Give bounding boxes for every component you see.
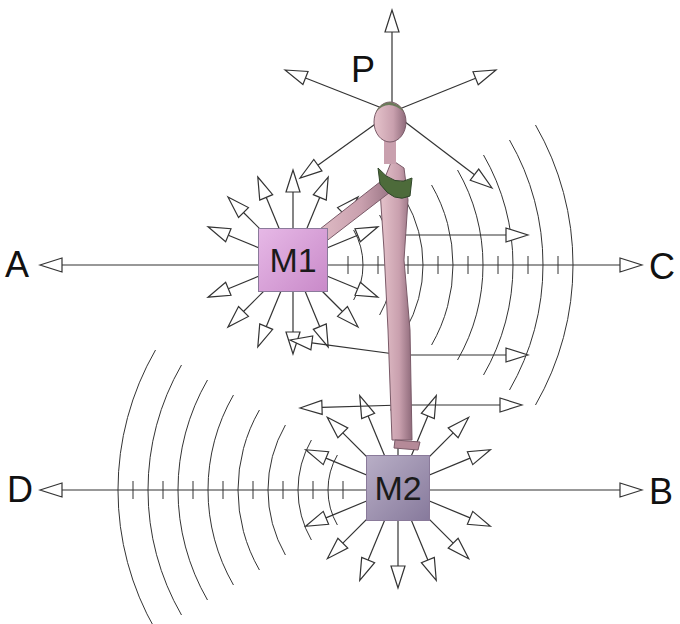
emitter-box: M1 bbox=[258, 228, 328, 292]
hollow-arrowhead bbox=[208, 282, 231, 297]
hollow-arrowhead bbox=[473, 70, 496, 85]
ray-line bbox=[392, 78, 476, 112]
ray-line bbox=[293, 264, 620, 265]
hollow-arrowhead bbox=[313, 177, 328, 200]
hollow-arrowhead bbox=[228, 307, 249, 328]
hollow-arrowhead bbox=[360, 396, 375, 419]
radiation-arrows bbox=[40, 10, 642, 588]
hollow-arrowhead bbox=[306, 450, 329, 465]
point-label: C bbox=[648, 249, 676, 285]
hollow-arrowhead bbox=[258, 177, 273, 200]
point-label: A bbox=[4, 247, 30, 283]
point-label: D bbox=[6, 472, 34, 508]
hollow-arrowhead bbox=[448, 538, 469, 559]
hollow-arrowhead bbox=[506, 228, 528, 242]
hollow-arrowhead bbox=[40, 483, 62, 497]
ray-line bbox=[398, 489, 620, 490]
hollow-arrowhead bbox=[355, 282, 378, 297]
hollow-arrowhead bbox=[500, 398, 522, 412]
wave-arcs bbox=[118, 125, 573, 624]
hollow-arrowhead bbox=[258, 324, 273, 347]
ray-line bbox=[62, 489, 398, 490]
hollow-arrowhead bbox=[40, 258, 62, 272]
hollow-arrowhead bbox=[338, 307, 359, 328]
ray-line bbox=[402, 234, 506, 235]
hollow-arrowhead bbox=[391, 566, 405, 588]
hollow-arrowhead bbox=[421, 557, 436, 580]
wave-arc bbox=[118, 350, 156, 624]
hollow-arrowhead bbox=[448, 417, 469, 438]
hollow-arrowhead bbox=[300, 400, 322, 414]
ray-line bbox=[391, 32, 392, 112]
hollow-arrowhead bbox=[421, 396, 436, 419]
hollow-arrowhead bbox=[467, 511, 490, 526]
point-label: B bbox=[648, 474, 674, 510]
ray-line bbox=[402, 354, 506, 355]
hollow-arrowhead bbox=[506, 348, 528, 362]
emitter-box: M2 bbox=[366, 455, 430, 521]
hollow-arrowhead bbox=[290, 336, 313, 350]
box-label: M1 bbox=[269, 243, 316, 277]
ray-line bbox=[402, 404, 500, 405]
hollow-arrowhead bbox=[327, 417, 348, 438]
box-label: M2 bbox=[374, 471, 421, 505]
hollow-arrowhead bbox=[470, 169, 492, 188]
hollow-arrowhead bbox=[228, 197, 249, 218]
hollow-arrowhead bbox=[620, 258, 642, 272]
hollow-arrowhead bbox=[306, 511, 329, 526]
hollow-arrowhead bbox=[355, 227, 378, 242]
hollow-arrowhead bbox=[327, 538, 348, 559]
hollow-arrowhead bbox=[385, 10, 399, 32]
hollow-arrowhead bbox=[208, 227, 231, 242]
hollow-arrowhead bbox=[286, 170, 300, 192]
hollow-arrowhead bbox=[467, 450, 490, 465]
hollow-arrowhead bbox=[620, 483, 642, 497]
hollow-arrowhead bbox=[285, 70, 308, 85]
point-label: P bbox=[350, 52, 376, 88]
hollow-arrowhead bbox=[360, 557, 375, 580]
ray-line bbox=[322, 405, 402, 407]
hollow-arrowhead bbox=[300, 159, 322, 178]
